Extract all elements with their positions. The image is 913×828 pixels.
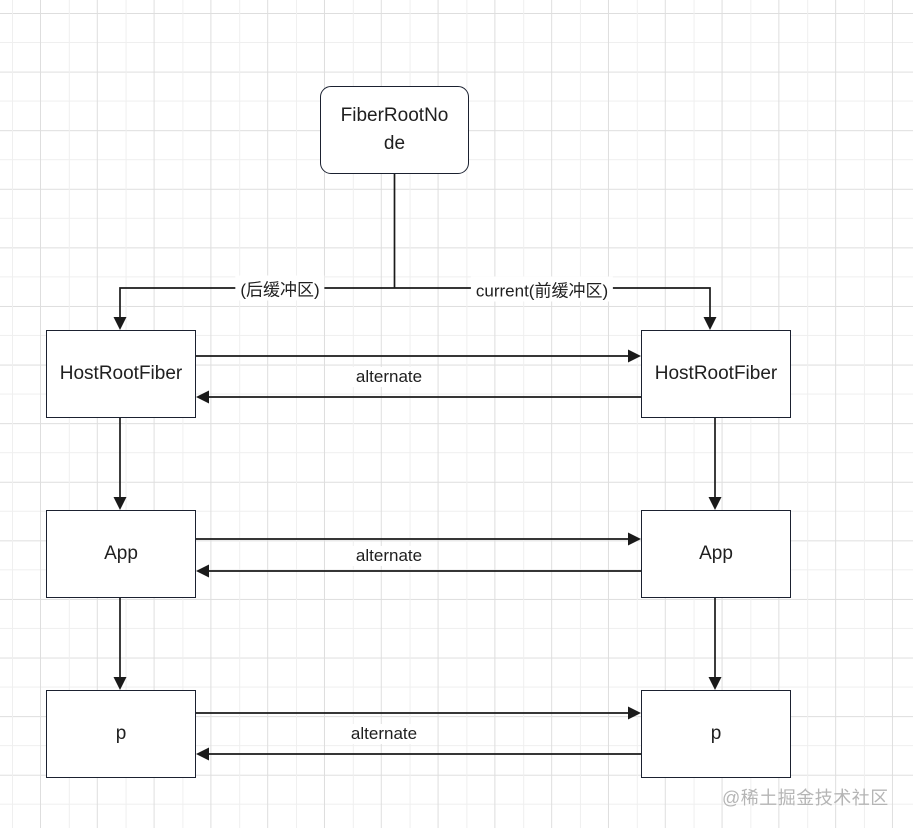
node-app-right: App <box>641 510 791 598</box>
node-host-root-fiber-right-label: HostRootFiber <box>654 362 778 384</box>
node-p-right-label: p <box>710 722 722 744</box>
node-app-left-label: App <box>104 542 138 564</box>
juejin-watermark: @稀土掘金技术社区 <box>722 788 889 808</box>
edge-alternate-row3-rtl <box>196 747 641 761</box>
node-p-right: p <box>641 690 791 778</box>
edge-left-app-to-p <box>113 598 127 690</box>
node-host-root-fiber-right: HostRootFiber <box>641 330 791 418</box>
node-app-left: App <box>46 510 196 598</box>
edge-alternate-row1-rtl <box>196 390 641 404</box>
edge-label-current-front-buffer: current(前缓冲区) <box>470 276 614 302</box>
node-p-left-label: p <box>115 722 127 744</box>
edge-label-alternate-row3: alternate <box>345 724 423 744</box>
node-host-root-fiber-left: HostRootFiber <box>46 330 196 418</box>
node-app-right-label: App <box>699 542 733 564</box>
edge-label-back-buffer: (后缓冲区) <box>235 275 325 301</box>
edge-alternate-row3-ltr <box>196 706 641 720</box>
edge-alternate-row2-ltr <box>196 532 641 546</box>
edge-label-alternate-row1: alternate <box>350 367 428 387</box>
node-fiber-root-node-label: FiberRootNode <box>340 104 449 155</box>
edge-right-hostrootfiber-to-app <box>708 418 722 510</box>
node-p-left: p <box>46 690 196 778</box>
node-host-root-fiber-left-label: HostRootFiber <box>59 362 183 384</box>
edge-label-alternate-row2: alternate <box>350 546 428 566</box>
edge-left-hostrootfiber-to-app <box>113 418 127 510</box>
edge-alternate-row1-ltr <box>196 349 641 363</box>
edge-alternate-row2-rtl <box>196 564 641 578</box>
edge-right-app-to-p <box>708 598 722 690</box>
node-fiber-root-node: FiberRootNode <box>320 86 469 174</box>
